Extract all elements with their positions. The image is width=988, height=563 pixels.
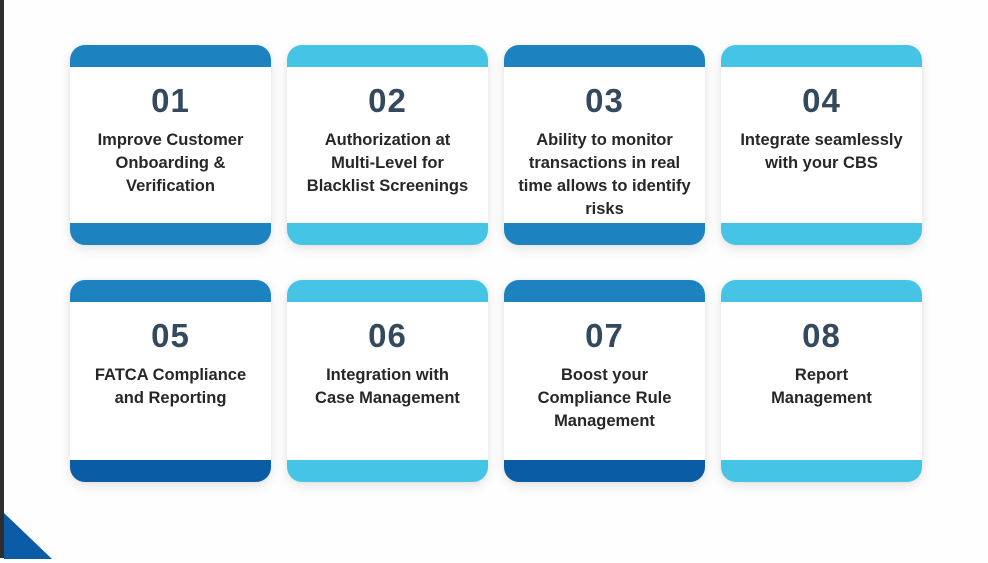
card-bottom-bar xyxy=(721,460,922,482)
card-text: Ability to monitor transactions in real … xyxy=(518,131,691,218)
card-number: 06 xyxy=(368,317,407,354)
feature-card-04: 04 Integrate seamlessly with your CBS xyxy=(721,45,922,245)
card-content: 04 Integrate seamlessly with your CBS xyxy=(721,67,922,223)
card-content: 02 Authorization at Multi-Level for Blac… xyxy=(287,67,488,223)
feature-card-05: 05 FATCA Compliance and Reporting xyxy=(70,280,271,482)
card-text: Improve Customer Onboarding & Verificati… xyxy=(97,131,244,195)
card-text: Report Management xyxy=(771,366,872,407)
card-bottom-bar xyxy=(287,223,488,245)
feature-card-07: 07 Boost your Compliance Rule Management xyxy=(504,280,705,482)
card-number: 03 xyxy=(585,82,624,119)
feature-card-grid: 01 Improve Customer Onboarding & Verific… xyxy=(70,45,922,482)
card-text: Integration with Case Management xyxy=(315,366,460,407)
card-number: 08 xyxy=(802,317,841,354)
card-content: 07 Boost your Compliance Rule Management xyxy=(504,302,705,460)
card-bottom-bar xyxy=(287,460,488,482)
card-top-bar xyxy=(504,280,705,302)
card-top-bar xyxy=(287,280,488,302)
card-number: 05 xyxy=(151,317,190,354)
card-content: 01 Improve Customer Onboarding & Verific… xyxy=(70,67,271,223)
card-number: 01 xyxy=(151,82,190,119)
card-bottom-bar xyxy=(70,223,271,245)
card-top-bar xyxy=(70,280,271,302)
feature-card-08: 08 Report Management xyxy=(721,280,922,482)
card-content: 08 Report Management xyxy=(721,302,922,460)
card-text: Authorization at Multi-Level for Blackli… xyxy=(306,131,469,195)
card-top-bar xyxy=(287,45,488,67)
card-bottom-bar xyxy=(504,460,705,482)
corner-triangle-decoration xyxy=(4,513,52,559)
card-content: 03 Ability to monitor transactions in re… xyxy=(504,67,705,223)
card-bottom-bar xyxy=(70,460,271,482)
card-content: 06 Integration with Case Management xyxy=(287,302,488,460)
feature-card-01: 01 Improve Customer Onboarding & Verific… xyxy=(70,45,271,245)
card-top-bar xyxy=(721,280,922,302)
card-text: FATCA Compliance and Reporting xyxy=(94,366,247,407)
card-number: 02 xyxy=(368,82,407,119)
card-number: 07 xyxy=(585,317,624,354)
card-bottom-bar xyxy=(504,223,705,245)
feature-card-06: 06 Integration with Case Management xyxy=(287,280,488,482)
card-text: Boost your Compliance Rule Management xyxy=(537,366,672,430)
card-text: Integrate seamlessly with your CBS xyxy=(740,131,903,172)
card-top-bar xyxy=(721,45,922,67)
feature-card-03: 03 Ability to monitor transactions in re… xyxy=(504,45,705,245)
left-edge-bar xyxy=(0,0,4,558)
card-top-bar xyxy=(504,45,705,67)
card-number: 04 xyxy=(802,82,841,119)
card-content: 05 FATCA Compliance and Reporting xyxy=(70,302,271,460)
card-bottom-bar xyxy=(721,223,922,245)
feature-card-02: 02 Authorization at Multi-Level for Blac… xyxy=(287,45,488,245)
card-top-bar xyxy=(70,45,271,67)
